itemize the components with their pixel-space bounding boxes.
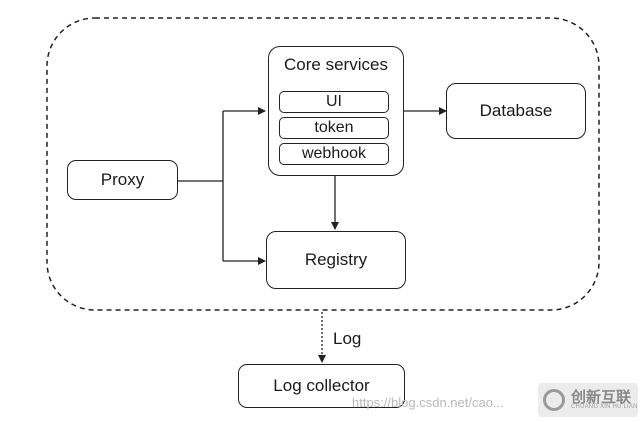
log-collector-node: Log collector [238, 364, 405, 408]
watermark-url: https://blog.csdn.net/cao... [352, 395, 504, 410]
ui-component: UI [279, 91, 389, 113]
ui-label: UI [326, 93, 342, 110]
webhook-label: webhook [301, 145, 367, 162]
logo-mark-icon [543, 389, 565, 411]
logo-text: 创新互联 [571, 389, 632, 406]
log-collector-label: Log collector [273, 376, 370, 395]
system-boundary [46, 17, 600, 311]
database-label: Database [479, 101, 553, 120]
watermark-logo: 创新互联 CHUANG XIN HU LIAN [538, 383, 638, 417]
webhook-component: webhook [279, 143, 389, 165]
log-edge-label: Log [333, 329, 362, 348]
proxy-connector [178, 107, 266, 265]
database-node: Database [446, 83, 586, 139]
registry-label: Registry [304, 250, 368, 269]
proxy-label: Proxy [100, 170, 145, 189]
registry-node: Registry [266, 231, 406, 289]
token-label: token [314, 119, 354, 136]
logo-subtext: CHUANG XIN HU LIAN [571, 404, 638, 410]
core-services-label: Core services [284, 55, 388, 74]
proxy-node: Proxy [67, 160, 178, 200]
token-component: token [279, 117, 389, 139]
